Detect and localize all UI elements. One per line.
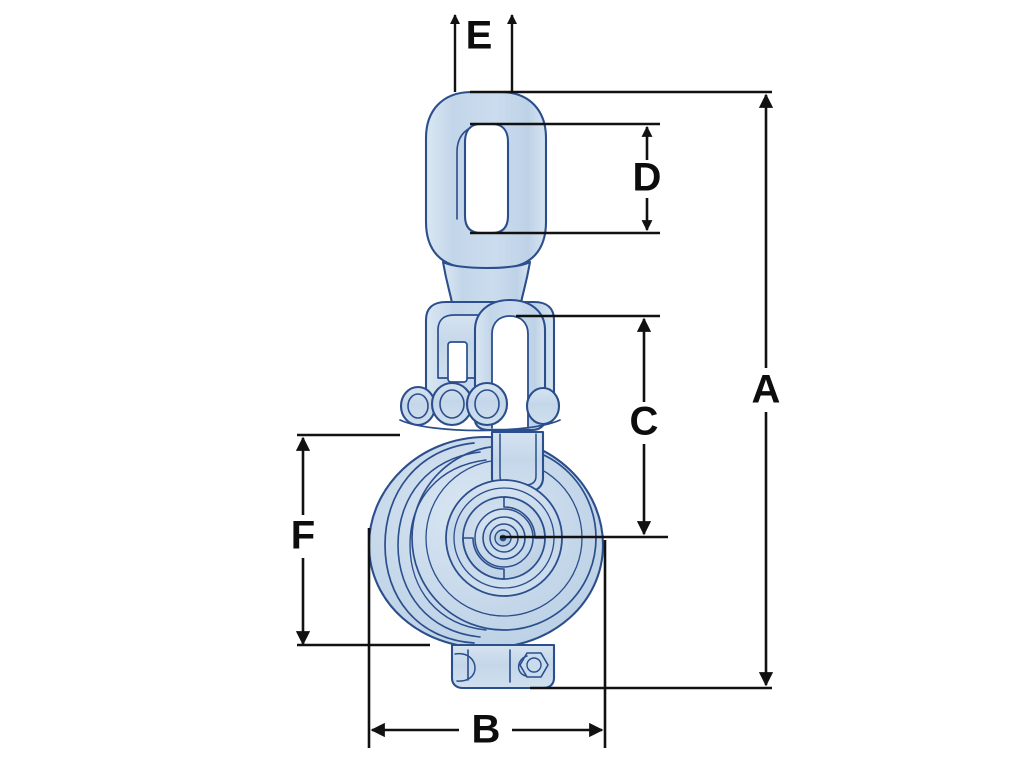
dimension-F [295,433,430,647]
eye-shank [441,260,532,305]
dimension-labels: A B C D E F [291,14,781,752]
dimension-label-D: D [633,156,662,200]
swivel-eye [424,90,548,270]
dimension-C [500,314,668,539]
pulley-block-part [367,90,605,690]
axle-pin-row [399,381,561,432]
dimension-label-F: F [291,514,315,558]
dimension-E [449,13,518,92]
dimension-annotations [295,13,774,748]
dimension-label-E: E [466,14,493,58]
dimension-label-A: A [752,368,781,412]
dimension-A [470,90,774,690]
dimension-label-B: B [472,708,501,752]
dimension-label-C: C [630,400,659,444]
becket [450,643,556,690]
dimension-B [367,528,607,748]
dimension-D [470,122,660,235]
